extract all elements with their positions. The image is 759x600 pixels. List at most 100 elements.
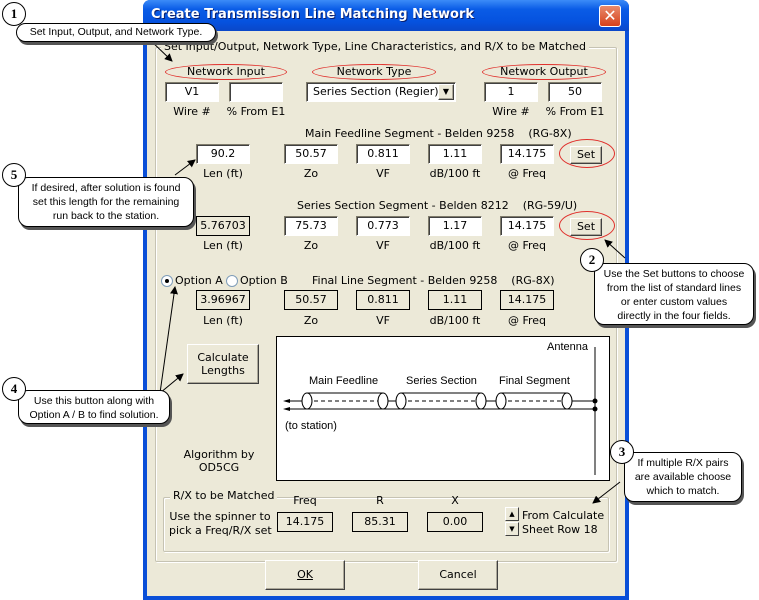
diagram-final-segment-label: Final Segment <box>499 375 570 387</box>
final-zo-label: Zo <box>303 314 319 327</box>
final-len-label: Len (ft) <box>203 314 243 327</box>
main-feedline-freq-field[interactable]: 14.175 <box>500 144 554 164</box>
main-feedline-set-button[interactable]: Set <box>570 146 602 164</box>
callout-3-bubble: If multiple R/X pairs are available choo… <box>624 452 742 502</box>
coax-series-section <box>395 392 487 410</box>
algorithm-credit-line2: OD5CG <box>198 461 240 474</box>
network-diagram: Antenna Main Feedline Series Section Fin… <box>276 336 610 481</box>
dialog-client: Set Input/Output, Network Type, Line Cha… <box>147 31 625 596</box>
option-a-radio[interactable] <box>161 275 173 287</box>
callout-3-line2: are available choose <box>634 471 732 483</box>
final-zo-value: 50.57 <box>284 290 338 310</box>
callout-5-number: 5 <box>2 163 26 187</box>
cancel-button[interactable]: Cancel <box>418 560 498 590</box>
network-input-highlight <box>165 64 287 80</box>
antenna-terminal-top <box>592 398 598 404</box>
series-section-len-value: 5.76703 <box>196 216 250 236</box>
input-wire-field[interactable]: V1 <box>165 82 219 102</box>
series-section-db-field[interactable]: 1.17 <box>428 216 482 236</box>
series-set-highlight <box>559 211 615 240</box>
network-type-highlight <box>312 64 436 80</box>
rx-freq-label: Freq <box>293 494 317 507</box>
main-feedline-len-field[interactable]: 90.2 <box>196 144 250 164</box>
rx-x-value: 0.00 <box>427 512 483 532</box>
callout-4-bubble: Use this button along with Option A / B … <box>18 390 170 424</box>
chevron-down-icon[interactable]: ▼ <box>438 84 454 100</box>
callout-3-number: 3 <box>610 440 634 464</box>
window-title: Create Transmission Line Matching Networ… <box>151 7 475 22</box>
callout-4-number: 4 <box>2 377 26 401</box>
main-group-label: Set Input/Output, Network Type, Line Cha… <box>161 40 589 53</box>
network-type-select[interactable]: Series Section (Regier) ▼ <box>306 82 456 102</box>
final-db-value: 1.11 <box>428 290 482 310</box>
diagram-graphic <box>283 347 598 475</box>
series-freq-label: @ Freq <box>507 239 547 252</box>
series-len-label: Len (ft) <box>203 239 243 252</box>
callout-2-line2: from the list of standard lines <box>606 282 742 294</box>
option-b-label[interactable]: Option B <box>240 274 288 287</box>
main-feedline-vf-field[interactable]: 0.811 <box>356 144 410 164</box>
diagram-to-station-label: (to station) <box>285 420 337 432</box>
network-output-heading: Network Output <box>500 65 588 78</box>
main-set-highlight <box>559 139 615 168</box>
final-segment-title: Final Line Segment - Belden 9258 (RG-8X) <box>312 274 555 287</box>
antenna-terminal-bottom <box>592 406 598 412</box>
callout-5-line1: If desired, after solution is found <box>31 182 181 194</box>
series-section-vf-field[interactable]: 0.773 <box>356 216 410 236</box>
final-freq-label: @ Freq <box>507 314 547 327</box>
rx-source-line1: From Calculate <box>522 509 605 522</box>
network-type-heading: Network Type <box>336 65 412 78</box>
callout-1-number: 1 <box>2 2 26 26</box>
series-vf-label: VF <box>376 239 390 252</box>
option-a-label[interactable]: Option A <box>175 274 223 287</box>
ok-label: OK <box>297 568 313 581</box>
series-section-zo-field[interactable]: 75.73 <box>284 216 338 236</box>
rx-x-label: X <box>451 494 459 507</box>
callout-5-bubble: If desired, after solution is found set … <box>18 177 194 227</box>
rx-source-line2: Sheet Row 18 <box>522 523 598 536</box>
close-icon[interactable]: ✕ <box>599 5 621 27</box>
main-feedline-zo-field[interactable]: 50.57 <box>284 144 338 164</box>
arrow-left-top <box>283 399 290 403</box>
series-section-title: Series Section Segment - Belden 8212 (RG… <box>297 199 578 212</box>
algorithm-credit-line1: Algorithm by <box>183 448 255 461</box>
callout-1-bubble: Set Input, Output, and Network Type. <box>16 23 216 42</box>
network-input-heading: Network Input <box>187 65 265 78</box>
callout-1-text: Set Input, Output, and Network Type. <box>29 26 203 38</box>
main-feedline-db-field[interactable]: 1.11 <box>428 144 482 164</box>
option-b-radio[interactable] <box>226 275 238 287</box>
callout-5-line3: run back to the station. <box>52 210 160 222</box>
title-bar[interactable]: Create Transmission Line Matching Networ… <box>143 0 629 31</box>
rx-hint-line2: pick a Freq/R/X set <box>169 524 272 537</box>
main-freq-label: @ Freq <box>507 167 547 180</box>
cancel-label: Cancel <box>439 568 477 581</box>
spinner-up-icon[interactable]: ▲ <box>505 507 519 521</box>
series-db-label: dB/100 ft <box>429 239 481 252</box>
series-section-freq-field[interactable]: 14.175 <box>500 216 554 236</box>
input-percent-field[interactable] <box>229 82 283 102</box>
main-vf-label: VF <box>376 167 390 180</box>
callout-2-number: 2 <box>580 248 604 272</box>
output-percent-field[interactable]: 50 <box>548 82 602 102</box>
network-output-highlight <box>482 64 606 80</box>
ok-button[interactable]: OK <box>265 560 345 590</box>
rx-r-value: 85.31 <box>352 512 408 532</box>
series-section-set-button[interactable]: Set <box>570 218 602 236</box>
rx-r-label: R <box>376 494 384 507</box>
output-wire-field[interactable]: 1 <box>484 82 538 102</box>
callout-4-line1: Use this button along with <box>33 395 155 407</box>
rx-group-box <box>163 497 609 552</box>
network-type-value: Series Section (Regier) <box>313 85 439 98</box>
spinner-down-icon[interactable]: ▼ <box>505 522 519 536</box>
final-db-label: dB/100 ft <box>429 314 481 327</box>
calculate-lengths-button[interactable]: Calculate Lengths <box>187 344 259 384</box>
callout-4-line2: Option A / B to find solution. <box>29 409 159 421</box>
rx-group-label: R/X to be Matched <box>170 489 278 502</box>
diagram-series-section-label: Series Section <box>406 375 477 387</box>
coax-final-segment <box>495 392 573 410</box>
input-percent-label: % From E1 <box>226 105 286 118</box>
output-percent-label: % From E1 <box>545 105 605 118</box>
callout-5-line2: set this length for the remaining <box>32 196 180 208</box>
final-vf-label: VF <box>376 314 390 327</box>
main-len-label: Len (ft) <box>203 167 243 180</box>
